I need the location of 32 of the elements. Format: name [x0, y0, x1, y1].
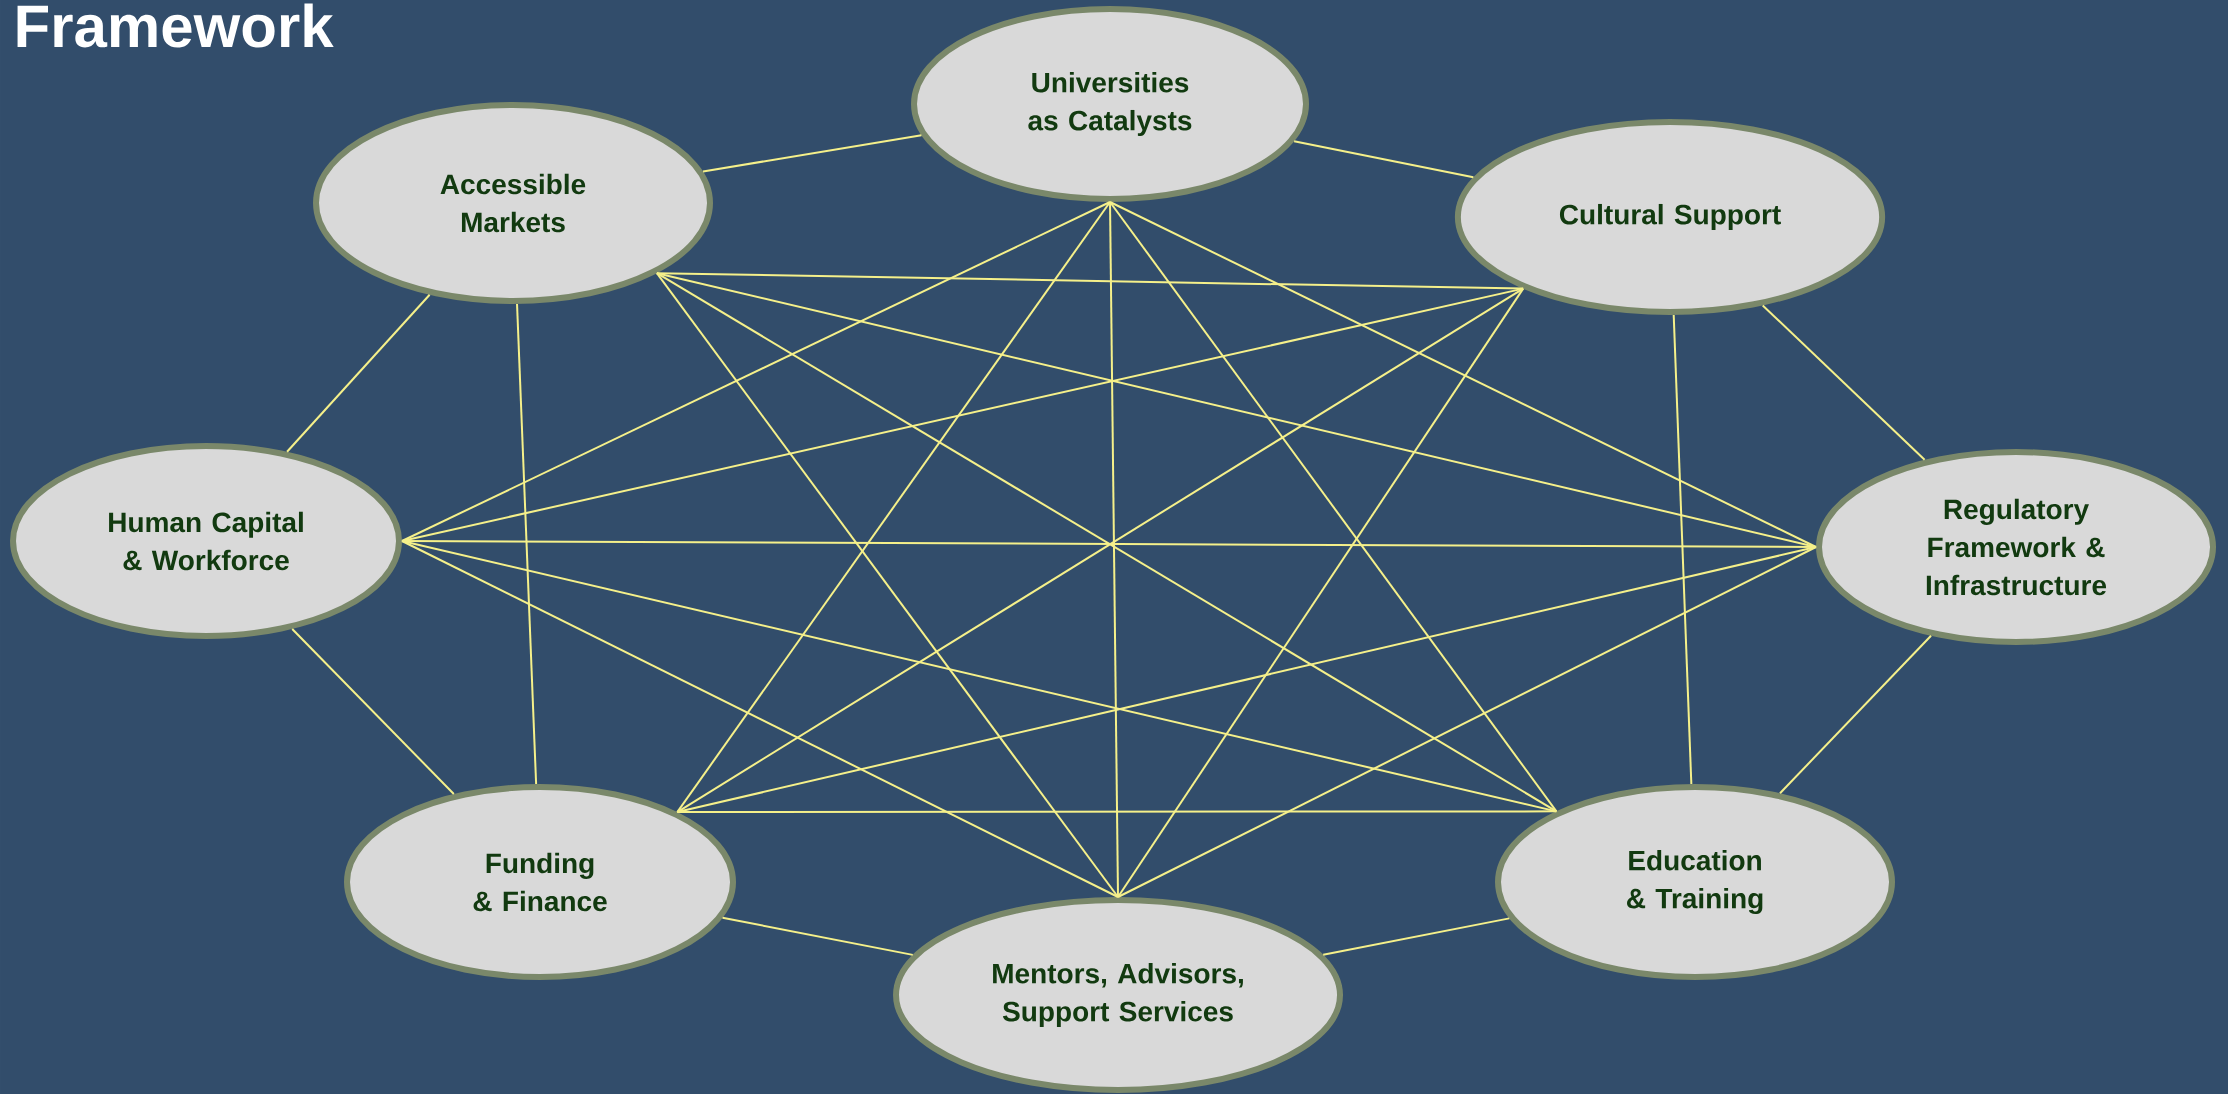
connector-line: [1109, 201, 1558, 813]
connector-line: [1109, 201, 1119, 898]
connector-line: [401, 540, 1119, 898]
connector-line: [702, 134, 923, 173]
ellipse-node: Cultural Support: [1454, 119, 1886, 315]
ellipse-node: Human Capital & Workforce: [10, 443, 402, 639]
connector-line: [1672, 314, 1693, 785]
connector-line: [721, 916, 914, 956]
connector-line: [516, 302, 538, 785]
ellipse-node: Mentors, Advisors, Support Services: [893, 897, 1343, 1093]
connector-line: [1117, 287, 1525, 898]
connector-line: [401, 540, 1817, 548]
connector-line: [401, 201, 1111, 542]
connector-line: [1109, 201, 1817, 548]
connector-line: [1293, 140, 1475, 179]
connector-line: [1761, 304, 1926, 461]
connector-line: [1117, 546, 1817, 898]
connector-line: [291, 628, 455, 795]
ellipse-node: Education & Training: [1495, 784, 1895, 980]
connector-line: [676, 546, 1817, 814]
connector-line: [1322, 917, 1511, 956]
ellipse-node: Universities as Catalysts: [911, 6, 1309, 202]
connector-line: [676, 201, 1111, 814]
connector-line: [676, 810, 1558, 814]
connector-line: [655, 272, 1119, 898]
title: Framework: [17, 3, 334, 48]
ellipse-node: Regulatory Framework & Infrastructure: [1816, 449, 2216, 645]
connector-line: [286, 293, 431, 453]
connector-line: [401, 540, 1558, 813]
ellipse-node: Accessible Markets: [313, 102, 713, 304]
ellipse-node: Funding & Finance: [344, 784, 736, 980]
connector-line: [1779, 634, 1932, 795]
